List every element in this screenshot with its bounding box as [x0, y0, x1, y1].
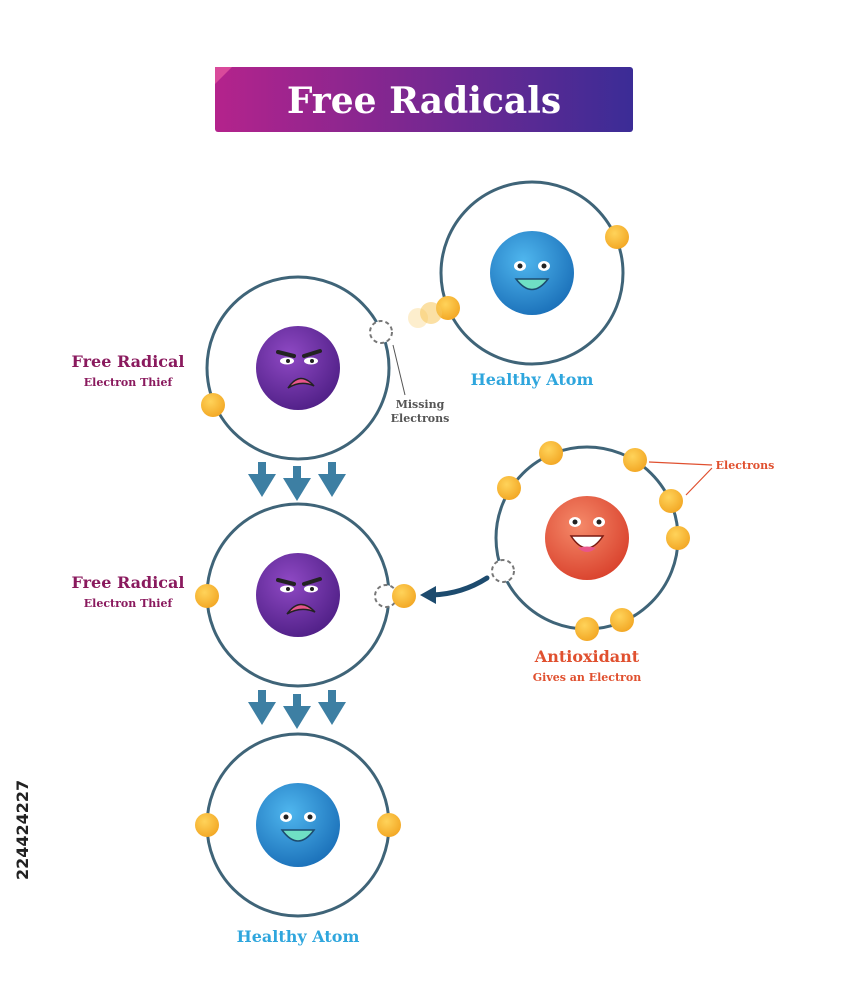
watermark-id: 224424227	[13, 780, 32, 880]
healthy-atom-top-label: Healthy Atom	[471, 370, 594, 389]
electron-icon	[377, 813, 401, 837]
electron-icon	[610, 608, 634, 632]
electron-icon	[201, 393, 225, 417]
missing-electrons-label-1: Missing	[396, 398, 445, 411]
happy-face-icon	[256, 783, 340, 867]
electron-icon	[659, 489, 683, 513]
electron-icon	[436, 296, 460, 320]
electron-icon	[666, 526, 690, 550]
electron-icon	[539, 441, 563, 465]
free-radical-atom-2	[195, 502, 416, 688]
down-arrow-icon	[318, 690, 346, 725]
down-arrow-icon	[248, 462, 276, 497]
page-title: Free Radicals	[287, 80, 561, 122]
curved-arrow-icon	[420, 575, 490, 604]
antioxidant-name: Antioxidant	[534, 647, 640, 666]
missing-electron-slot	[491, 559, 515, 583]
electron-icon	[623, 448, 647, 472]
down-arrow-icon	[318, 462, 346, 497]
healthy-atom-top	[408, 180, 629, 366]
electron-icon	[392, 584, 416, 608]
angry-face-icon	[256, 553, 340, 637]
free-radical-1-name: Free Radical	[72, 352, 185, 371]
free-radical-2-sub: Electron Thief	[84, 597, 174, 610]
down-arrow-icon	[283, 466, 311, 501]
title-banner: Free Radicals	[215, 67, 633, 132]
electron-icon	[497, 476, 521, 500]
antioxidant-atom	[491, 441, 713, 641]
down-arrows-2	[248, 690, 346, 729]
free-radical-1-sub: Electron Thief	[84, 376, 174, 389]
electron-icon	[195, 813, 219, 837]
healthy-atom-bottom	[195, 732, 401, 918]
electrons-label: Electrons	[716, 459, 775, 472]
down-arrow-icon	[283, 694, 311, 729]
happy-face-icon	[490, 231, 574, 315]
free-radical-2-name: Free Radical	[72, 573, 185, 592]
electron-icon	[605, 225, 629, 249]
free-radical-atom-1	[201, 275, 406, 461]
healthy-atom-bottom-label: Healthy Atom	[237, 927, 360, 946]
happy-face-icon	[545, 496, 629, 580]
down-arrow-icon	[248, 690, 276, 725]
electron-icon	[195, 584, 219, 608]
antioxidant-sub: Gives an Electron	[533, 671, 641, 684]
angry-face-icon	[256, 326, 340, 410]
electron-icon	[575, 617, 599, 641]
down-arrows-1	[248, 462, 346, 501]
missing-electrons-label-2: Electrons	[391, 412, 450, 425]
missing-electron-slot	[369, 320, 393, 344]
